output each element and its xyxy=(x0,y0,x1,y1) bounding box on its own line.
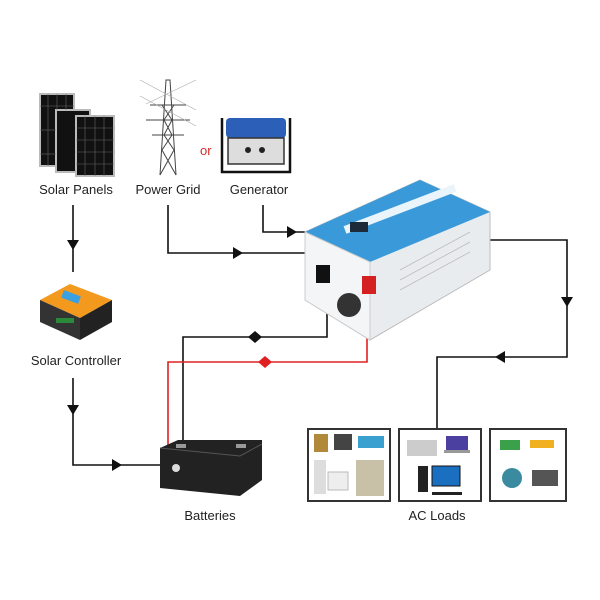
arrow-right-icon xyxy=(112,459,122,471)
or-label: or xyxy=(200,143,212,158)
battery-image xyxy=(159,440,263,496)
batteries-label: Batteries xyxy=(184,508,236,523)
bidirectional-arrow-icon xyxy=(258,356,272,368)
inverter-display xyxy=(350,222,368,232)
arrow-right-icon xyxy=(233,247,243,259)
arrow-down-icon xyxy=(67,405,79,415)
power-grid-label: Power Grid xyxy=(135,182,200,197)
bidirectional-arrow-icon xyxy=(248,331,262,343)
ac-load-office-equipment xyxy=(398,428,482,502)
solar-panels-image xyxy=(39,93,115,177)
ac-load-power-tools xyxy=(489,428,567,502)
generator-label: Generator xyxy=(230,182,289,197)
wire-grid-to-inverter xyxy=(167,205,305,259)
arrow-right-icon xyxy=(287,226,297,238)
solar-controller-label: Solar Controller xyxy=(31,353,122,368)
fan-icon xyxy=(337,293,361,317)
wire-solar-to-controller xyxy=(67,205,79,272)
generator-image xyxy=(220,118,292,174)
solar-panels-label: Solar Panels xyxy=(39,182,113,197)
wire-generator-to-inverter xyxy=(262,205,305,238)
solar-controller-image xyxy=(40,284,112,340)
arrow-down-icon xyxy=(561,297,573,307)
arrow-left-icon xyxy=(495,351,505,363)
wire-battery-negative xyxy=(182,285,328,442)
inverter-image xyxy=(304,179,491,341)
wire-controller-to-battery xyxy=(67,378,160,471)
ac-load-home-appliances xyxy=(307,428,391,502)
black-terminal xyxy=(316,265,330,283)
ac-loads-label: AC Loads xyxy=(408,508,466,523)
arrow-down-icon xyxy=(67,240,79,250)
red-terminal xyxy=(362,276,376,294)
power-grid-tower-image xyxy=(139,79,197,176)
wire-inverter-to-loads xyxy=(436,239,573,429)
